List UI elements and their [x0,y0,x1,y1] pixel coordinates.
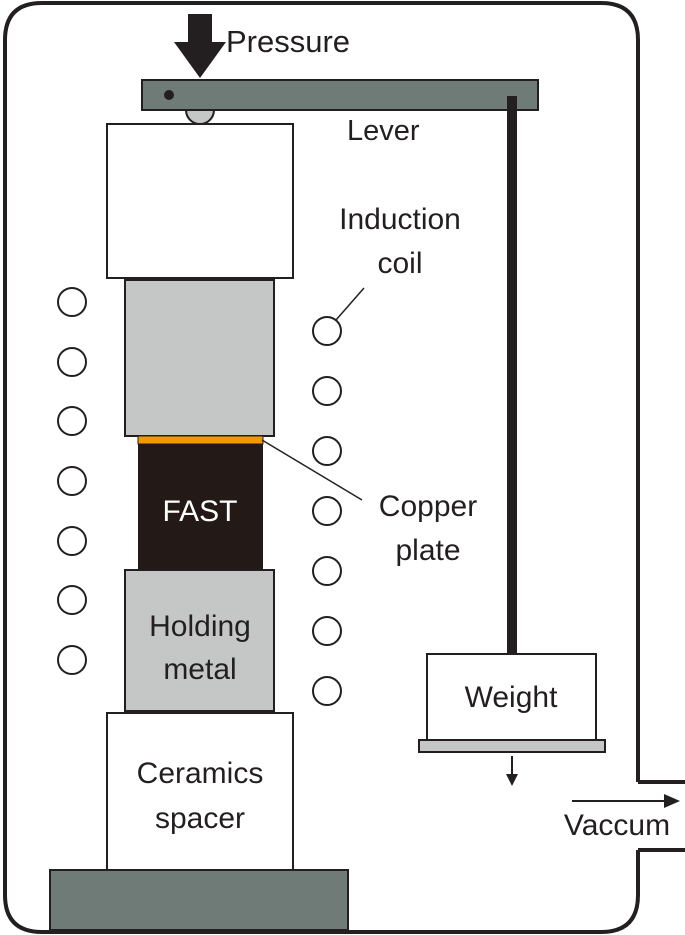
induction-coil-right [312,316,342,706]
weight-rod [507,96,517,656]
vacuum-label: Vaccum [564,809,670,842]
copper-plate-label-line2: plate [395,534,460,567]
copper-plate-label-line1: Copper [379,490,477,523]
weight-label: Weight [465,681,558,714]
coil-turn [57,585,87,615]
fast-label: FAST [162,495,237,528]
lever-label: Lever [347,115,420,147]
ceramics-spacer-label-line2: spacer [155,802,245,835]
ceramics-spacer-label-line1: Ceramics [137,757,264,790]
holding-metal-label-line2: metal [163,653,236,686]
induction-coil-left [57,287,87,675]
coil-turn [312,316,342,346]
holding-metal [124,569,275,712]
coil-turn [57,466,87,496]
holding-metal-label-line1: Holding [149,610,251,643]
base-plate [49,869,349,931]
coil-turn [312,676,342,706]
induction-coil-label-line1: Induction [339,203,461,236]
coil-turn [57,347,87,377]
coil-turn [312,496,342,526]
fast-sample [138,444,263,570]
coil-turn [312,436,342,466]
copper-plate-leader [261,439,363,501]
chamber-wall [3,1,640,934]
coil-turn [312,556,342,586]
induction-coil-leader [335,287,365,321]
copper-plate [137,435,264,445]
upper-spacer-block [106,123,294,279]
pressure-label: Pressure [226,24,350,59]
coil-turn [57,645,87,675]
coil-turn [57,287,87,317]
vacuum-arrow-icon [572,794,680,808]
weight-tray [418,739,606,753]
induction-coil-label-line2: coil [377,247,422,280]
lever-contact [184,109,216,125]
upper-holding-block [124,279,275,437]
coil-turn [57,406,87,436]
down-arrow-icon [506,756,518,786]
coil-turn [312,616,342,646]
pressure-arrow-icon [174,14,226,78]
coil-turn [57,526,87,556]
lever-bar [141,79,539,111]
vacuum-port [638,780,685,852]
ceramics-spacer [106,712,294,871]
coil-turn [312,376,342,406]
lever-pivot [164,90,174,100]
